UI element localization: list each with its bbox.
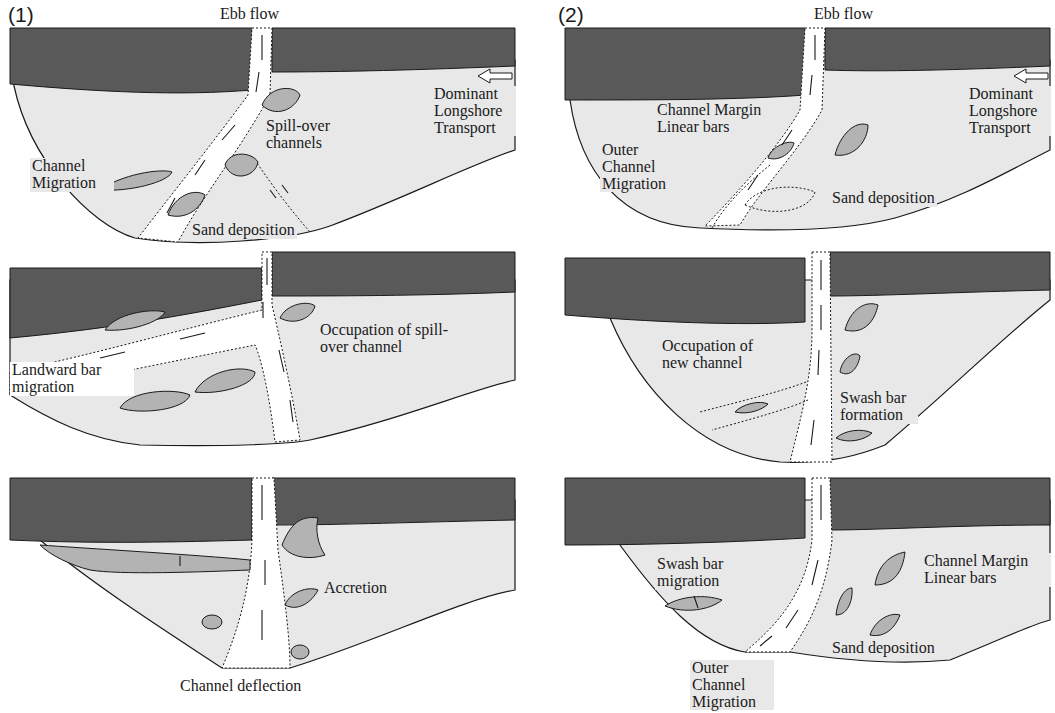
sand-bar (225, 154, 258, 176)
land-mass (825, 28, 1050, 71)
ebb-channel (790, 252, 832, 462)
sand-bar (195, 369, 255, 393)
swash-bar (665, 597, 722, 611)
panel-1-stage-1 (10, 28, 515, 242)
process-label: Outer Channel Migration (690, 660, 774, 710)
channel-margin-bar (835, 124, 868, 155)
bar-tick (694, 596, 698, 608)
transport-label: Dominant Longshore Transport (967, 86, 1051, 136)
new-channel (700, 382, 808, 430)
sand-bar (105, 311, 165, 330)
process-label: Accretion (322, 580, 389, 597)
process-label: Outer Channel Migration (600, 142, 679, 192)
longshore-arrow (478, 69, 512, 83)
feature-label: Channel Margin Linear bars (922, 553, 1051, 587)
land-mass (10, 478, 252, 542)
land-mass (830, 478, 1050, 530)
panel-1-stage-3 (10, 478, 515, 668)
panel-2-stage-2 (565, 252, 1050, 462)
channel-margin-bar (845, 304, 878, 331)
sand-bar (282, 517, 325, 557)
sand-deposition-area (745, 187, 815, 211)
sand-bar (291, 645, 309, 659)
process-label: Swash bar migration (655, 556, 749, 590)
flow-line (262, 485, 265, 640)
outer-channel (712, 165, 770, 228)
channel-margin-bar (836, 588, 852, 615)
panel-number: (2) (556, 4, 586, 26)
channel-margin-bar (875, 552, 905, 585)
sand-bar (285, 589, 318, 608)
sand-bar (40, 545, 250, 573)
sand-bar (735, 402, 768, 412)
process-label: Occupation of spill-over channel (318, 322, 472, 356)
land-mass (10, 28, 252, 93)
flow-line (167, 35, 262, 213)
land-mass (565, 258, 805, 324)
flow-line (760, 485, 821, 646)
flow-line (811, 260, 821, 445)
flow-line (100, 258, 293, 422)
ebb-channel (222, 478, 290, 668)
land-mass (272, 252, 515, 296)
sand-bar (168, 192, 205, 216)
sand-bar (280, 303, 315, 321)
longshore-arrow (1014, 69, 1048, 83)
process-label: Occupation of new channel (660, 338, 772, 372)
feature-label: Sand deposition (190, 222, 297, 239)
land-mass (272, 28, 515, 72)
channel-margin-bar (768, 142, 794, 159)
swash-bar (836, 430, 872, 441)
feature-label: Channel Margin Linear bars (655, 102, 781, 136)
process-label: Landward bar migration (10, 362, 134, 396)
feature-label: Spill-over channels (264, 118, 348, 152)
panel-number: (1) (6, 4, 36, 26)
flow-label: Ebb flow (812, 6, 875, 23)
bar-tick (179, 556, 180, 566)
channel-margin-bar (870, 614, 900, 635)
panel-2-stage-3 (565, 478, 1050, 662)
land-mass (565, 28, 805, 100)
spill-over-tick (270, 185, 288, 198)
ebb-channel (138, 28, 272, 242)
feature-label: Sand deposition (830, 640, 937, 657)
process-label: Swash bar formation (838, 390, 918, 424)
process-label: Channel deflection (178, 678, 303, 695)
land-mass (565, 478, 805, 545)
panel-1-stage-2 (10, 252, 515, 446)
flow-label: Ebb flow (218, 6, 281, 23)
panel-2-stage-1 (565, 28, 1050, 230)
sand-bar (202, 615, 222, 629)
transport-label: Dominant Longshore Transport (432, 86, 516, 136)
channel-margin-bar (840, 354, 860, 374)
ebb-channel (10, 252, 300, 442)
sand-bar (262, 88, 300, 111)
feature-label: Sand deposition (830, 190, 937, 207)
land-mass (830, 252, 1050, 296)
ebb-channel (745, 478, 832, 652)
process-label: Channel Migration (30, 158, 114, 192)
